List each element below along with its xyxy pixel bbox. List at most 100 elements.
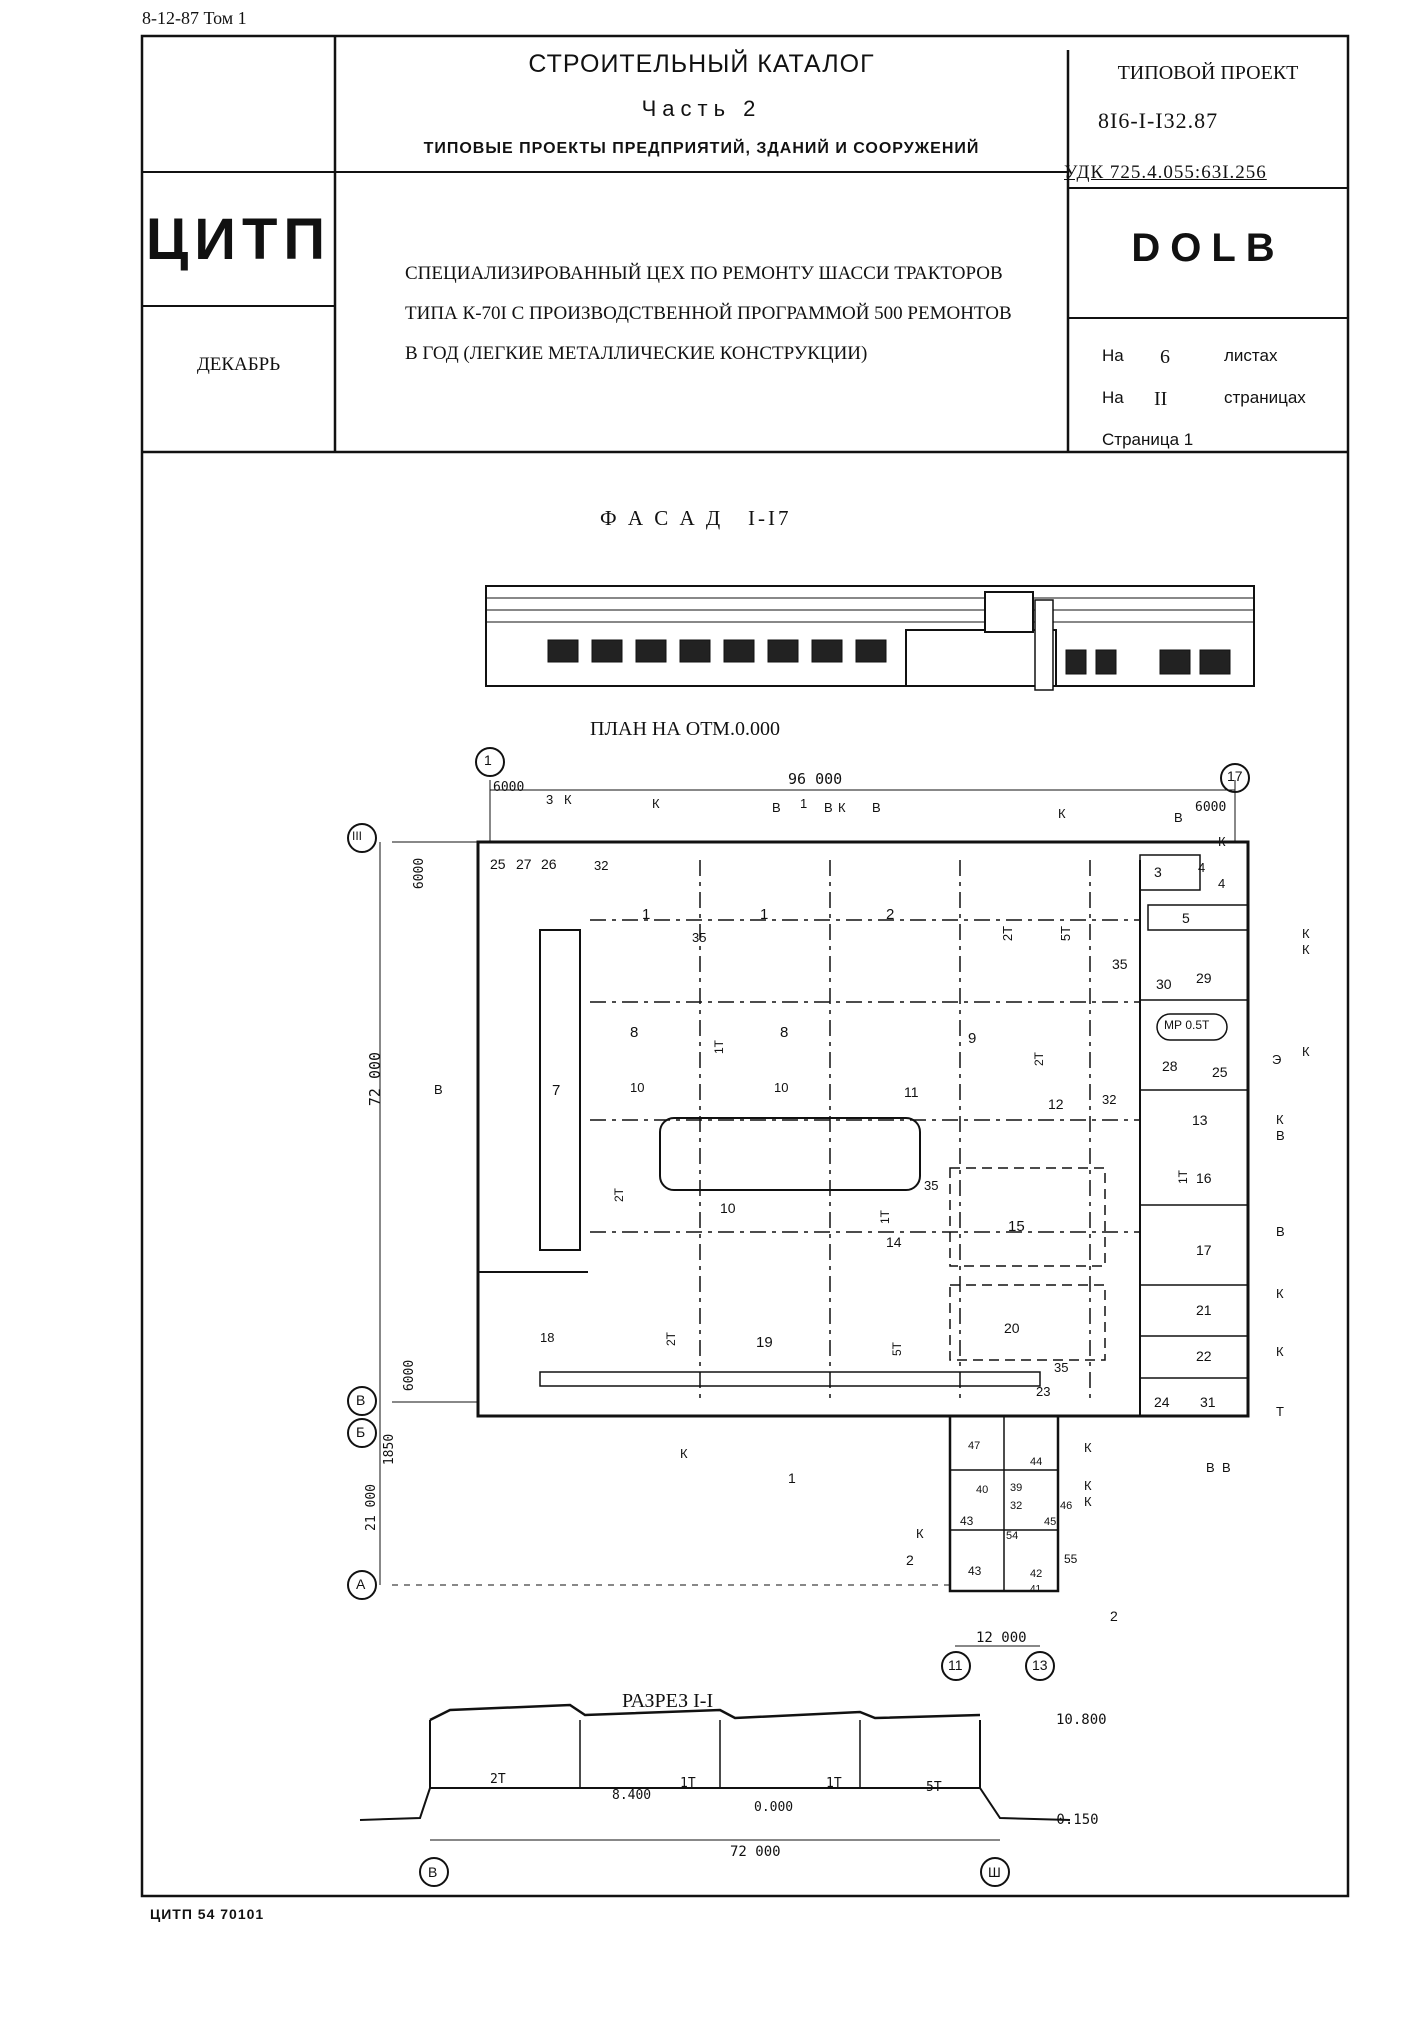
arrow-label: Т xyxy=(1276,1404,1284,1419)
section-title: РАЗРЕЗ I-I xyxy=(622,1690,714,1712)
axis-label: В xyxy=(428,1864,438,1880)
axis-label: Б xyxy=(356,1424,366,1440)
room-number: 8 xyxy=(630,1024,639,1041)
room-number: 45 xyxy=(1044,1516,1057,1528)
room-number: 5Т xyxy=(1058,925,1074,942)
corner-note: 8-12-87 Том 1 xyxy=(142,8,247,28)
dimension-label: 1850 xyxy=(382,1433,398,1466)
project-code: DOLB xyxy=(1131,226,1285,270)
floor-plan xyxy=(347,747,1250,1681)
arrow-label: Э xyxy=(1272,1052,1282,1067)
room-number: 5 xyxy=(1182,910,1190,926)
room-number: 47 xyxy=(968,1440,981,1452)
room-number: 10 xyxy=(720,1200,736,1216)
room-number: 17 xyxy=(1196,1242,1212,1258)
room-number: 26 xyxy=(541,856,557,872)
dimension-label: 21 000 xyxy=(363,1484,379,1531)
section-label: 8.400 xyxy=(612,1788,652,1803)
section-label: 72 000 xyxy=(730,1844,781,1860)
arrow-label: В xyxy=(434,1082,443,1097)
room-number: 39 xyxy=(1010,1482,1023,1494)
room-number: 22 xyxy=(1196,1348,1212,1364)
room-number: 35 xyxy=(1112,956,1128,972)
room-number: 28 xyxy=(1162,1058,1178,1074)
arrow-label: К xyxy=(1276,1344,1284,1359)
room-number: 13 xyxy=(1192,1112,1208,1128)
arrow-label: К xyxy=(652,796,660,811)
room-number: 30 xyxy=(1156,976,1172,992)
room-number: 2Т xyxy=(1000,925,1016,942)
room-number: 1Т xyxy=(712,1039,727,1055)
arrow-label: В xyxy=(824,800,833,815)
room-number: 2Т xyxy=(664,1331,679,1347)
section-drawing xyxy=(359,1703,1071,1887)
room-number: 10 xyxy=(630,1080,645,1095)
room-number: 12 xyxy=(1048,1096,1064,1112)
arrow-label: В xyxy=(1174,810,1183,825)
footer-code: ЦИТП 54 70101 xyxy=(150,1906,265,1922)
section-label: -0.150 xyxy=(1048,1812,1099,1828)
pages-prefix: На xyxy=(1102,388,1124,407)
room-number: 5Т xyxy=(890,1341,905,1357)
sheets-count: На 6 листах xyxy=(1102,346,1332,368)
room-number: 35 xyxy=(692,930,707,945)
room-number: 42 xyxy=(1030,1568,1043,1580)
room-number: 20 xyxy=(1004,1320,1020,1336)
arrow-label: К xyxy=(680,1446,688,1461)
arrow-label: К xyxy=(1302,1044,1310,1059)
plan-title: ПЛАН НА ОТМ.0.000 xyxy=(590,718,780,740)
axis-label: 17 xyxy=(1227,768,1243,784)
section-label: 0.000 xyxy=(754,1800,794,1815)
room-number: 4 xyxy=(1218,876,1226,891)
room-number: 2Т xyxy=(612,1187,627,1203)
room-number: МР 0.5Т xyxy=(1164,1018,1210,1032)
room-number: 1 xyxy=(760,906,769,923)
axis-label: 11 xyxy=(948,1657,963,1673)
room-number: 15 xyxy=(1008,1218,1025,1235)
arrow-label: К xyxy=(838,800,846,815)
arrow-label: К xyxy=(1276,1286,1284,1301)
pages-unit: страницах xyxy=(1224,388,1306,407)
section-label: 2Т xyxy=(490,1772,506,1787)
room-number: 7 xyxy=(552,1082,561,1099)
arrow-label: В xyxy=(1276,1224,1285,1239)
room-number: 11 xyxy=(904,1084,919,1100)
room-number: 8 xyxy=(780,1024,789,1041)
sheets-unit: листах xyxy=(1224,346,1278,365)
room-number: 41 xyxy=(1030,1584,1042,1595)
room-number: 35 xyxy=(924,1178,939,1193)
room-number: 1Т xyxy=(1176,1169,1191,1185)
org-logo-text: ЦИТП xyxy=(145,207,332,272)
room-number: 24 xyxy=(1154,1394,1170,1410)
room-number: 9 xyxy=(968,1030,977,1047)
room-number: 19 xyxy=(756,1334,773,1351)
arrow-label: К xyxy=(916,1526,924,1541)
room-number: 29 xyxy=(1196,970,1212,986)
arrow-label: 2 xyxy=(906,1552,914,1568)
description-line: ТИПА К-70I С ПРОИЗВОДСТВЕННОЙ ПРОГРАММОЙ… xyxy=(405,303,1012,324)
room-number: 16 xyxy=(1196,1170,1212,1186)
room-number: 18 xyxy=(540,1330,555,1345)
arrow-label: В xyxy=(1206,1460,1215,1475)
room-number: 54 xyxy=(1006,1530,1019,1542)
section-label: 1Т xyxy=(826,1776,842,1791)
arrow-label: К xyxy=(1084,1494,1092,1509)
axis-label: В xyxy=(356,1392,366,1408)
axis-label: 13 xyxy=(1032,1657,1048,1673)
arrow-label: В xyxy=(1222,1460,1231,1475)
room-number: 10 xyxy=(774,1080,789,1095)
section-label: 10.800 xyxy=(1056,1712,1107,1728)
room-number: 23 xyxy=(1036,1384,1051,1399)
project-description: СПЕЦИАЛИЗИРОВАННЫЙ ЦЕХ ПО РЕМОНТУ ШАССИ … xyxy=(405,254,1012,374)
room-number: 2Т xyxy=(1032,1051,1047,1067)
axis-label: Ш xyxy=(988,1864,1001,1880)
dimension-label: 96 000 xyxy=(788,770,843,788)
project-number: 8I6-I-I32.87 xyxy=(1098,108,1219,133)
room-number: 25 xyxy=(490,856,506,872)
dimension-label: 6000 xyxy=(402,1359,418,1392)
catalog-part: Часть 2 xyxy=(641,96,762,121)
room-number: 31 xyxy=(1200,1394,1216,1410)
room-number: 32 xyxy=(1102,1092,1117,1107)
udk-code: УДК 725.4.055:63I.256 xyxy=(1064,162,1267,183)
room-number: 25 xyxy=(1212,1064,1228,1080)
